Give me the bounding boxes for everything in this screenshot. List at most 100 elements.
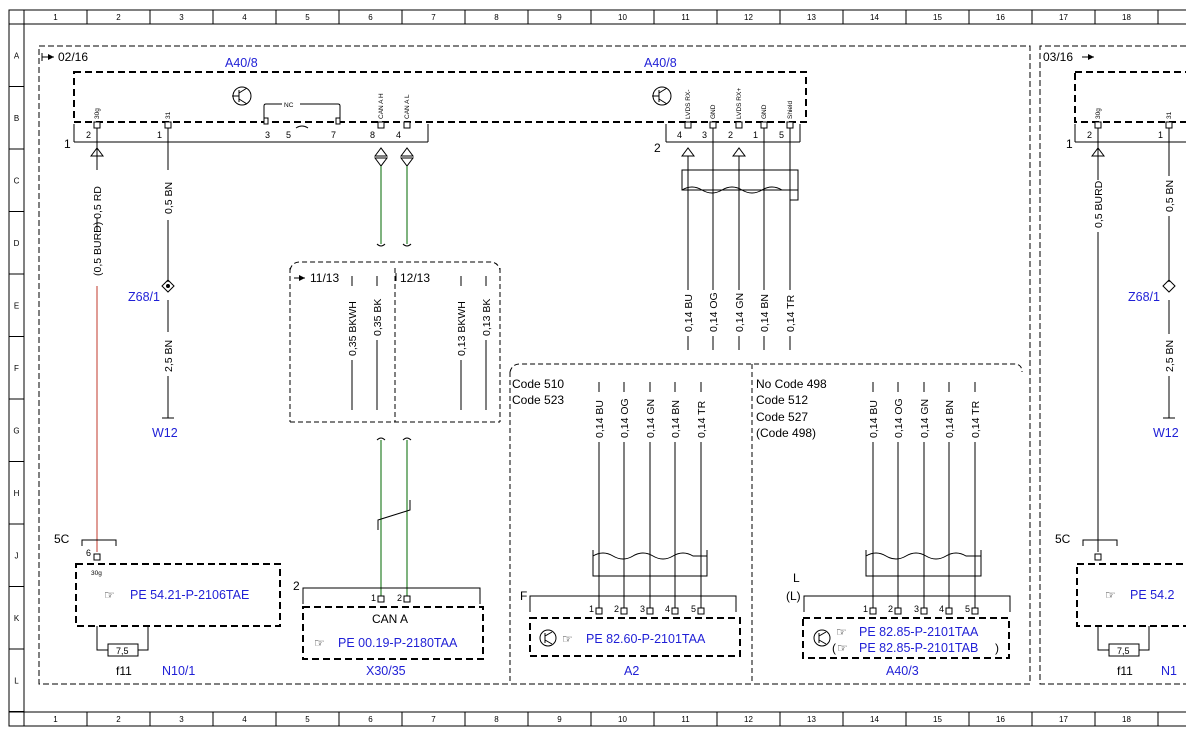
code-right-2: Code 512 — [756, 393, 808, 407]
pin-nc: NC — [284, 102, 294, 109]
a40-3-wires — [865, 382, 982, 610]
component-a40-8-left[interactable]: A40/8 — [225, 56, 258, 70]
wire-label-bn25: 2,5 BN — [1164, 340, 1176, 372]
component-z68-1[interactable]: Z68/1 — [128, 290, 160, 304]
grid-column-label: 1 — [53, 13, 58, 22]
component-w12[interactable]: W12 — [152, 426, 178, 440]
n10-1-housing-next — [1076, 563, 1186, 627]
pin-number: 4 — [939, 604, 944, 614]
grid-column-label: 11 — [681, 13, 690, 22]
component-a40-8-right[interactable]: A40/8 — [644, 56, 677, 70]
pin-number: 2 — [614, 604, 619, 614]
grid-row-label: E — [14, 301, 19, 310]
grid-column-label: 5 — [305, 13, 310, 22]
grid-column-label: 9 — [557, 13, 562, 22]
x30-35-housing — [302, 606, 484, 660]
pointing-hand-icon: ☞ — [837, 641, 848, 655]
shield-symbol — [681, 169, 799, 201]
ref-pe-54-2[interactable]: PE 54.2 — [1130, 588, 1175, 602]
pin-label-30g: 30g — [94, 108, 101, 119]
page-ref-next[interactable]: 03/16 — [1043, 50, 1073, 64]
pin-number: 4 — [665, 604, 670, 614]
pin-number: 5 — [691, 604, 696, 614]
component-w12[interactable]: W12 — [1153, 426, 1179, 440]
pin-number: 3 — [914, 604, 919, 614]
code-left-2: Code 523 — [512, 393, 564, 407]
grid-row-label: J — [15, 551, 19, 560]
grid-column-label: 15 — [933, 715, 942, 724]
a40-8-housing-next — [1074, 71, 1186, 123]
ref-pe-82-60[interactable]: PE 82.60-P-2101TAA — [586, 632, 706, 646]
wire-label-og: 0,14 OG — [619, 398, 631, 438]
grid-row-ticks — [9, 23, 24, 712]
wire-label-bu: 0,14 BU — [683, 294, 695, 332]
n10-1-housing — [75, 563, 281, 627]
grid-column-label: 10 — [618, 715, 627, 724]
ref-12-13[interactable]: 12/13 — [400, 271, 430, 285]
grid-row-label: D — [14, 239, 20, 248]
pin-label-gnd: GND — [710, 104, 717, 119]
ref-pe-82-85-tab[interactable]: PE 82.85-P-2101TAB — [859, 641, 978, 655]
grid-row-label: K — [14, 614, 20, 623]
component-a40-3[interactable]: A40/3 — [886, 664, 919, 678]
can-wires-upper — [380, 166, 408, 244]
can-wires-lower — [380, 440, 408, 596]
pointing-hand-icon: ☞ — [104, 588, 115, 602]
ref-pe-54-21[interactable]: PE 54.21-P-2106TAE — [130, 588, 249, 602]
wire-label-tr: 0,14 TR — [785, 294, 797, 332]
fuse-value: 7,5 — [116, 646, 129, 656]
connector-number-2: 2 — [293, 579, 300, 593]
wire-label-bu: 0,14 BU — [868, 400, 880, 438]
sheet-frame-main — [38, 45, 1031, 685]
pin-label-can-h: CAN A H — [378, 93, 385, 119]
grid-row-label: H — [14, 489, 20, 498]
component-z68-1[interactable]: Z68/1 — [1128, 290, 1160, 304]
component-a2[interactable]: A2 — [624, 664, 639, 678]
sheet-frame-next — [1039, 45, 1186, 685]
twist-symbol — [377, 500, 411, 530]
transistor-icon — [813, 629, 831, 647]
ref-pe-00-19[interactable]: PE 00.19-P-2180TAA — [338, 636, 458, 650]
transistor-icon — [539, 629, 557, 647]
wire-label-bu: 0,14 BU — [594, 400, 606, 438]
pin-number: 2 — [86, 130, 91, 140]
a2-housing — [529, 617, 741, 657]
a40-8-housing — [73, 71, 807, 123]
code-right-1: No Code 498 — [756, 377, 827, 391]
pointing-hand-icon: ☞ — [562, 632, 573, 646]
pin-number: 5 — [779, 130, 784, 140]
wire-label-bk035: 0,35 BK — [372, 299, 384, 336]
pin-number: 2 — [397, 593, 402, 603]
page-ref-prev[interactable]: 02/16 — [58, 50, 88, 64]
grid-column-label: 3 — [179, 13, 184, 22]
component-f11[interactable]: f11 — [116, 664, 132, 678]
component-x30-35[interactable]: X30/35 — [366, 664, 406, 678]
component-f11[interactable]: f11 — [1117, 664, 1133, 678]
pin-sockets — [93, 117, 794, 129]
pin-number: 2 — [1087, 130, 1092, 140]
wire-label-bn: 0,14 BN — [759, 294, 771, 332]
component-n1[interactable]: N1 — [1161, 664, 1177, 678]
grid-column-label: 8 — [494, 13, 499, 22]
pin-label-shield: Shield — [787, 101, 794, 119]
component-n10-1[interactable]: N10/1 — [162, 664, 195, 678]
grid-column-label: 17 — [1059, 715, 1068, 724]
ref-11-13[interactable]: 11/13 — [310, 271, 339, 285]
pin-number: 1 — [863, 604, 868, 614]
connector-number-2: 2 — [654, 141, 661, 155]
pointing-hand-icon: ☞ — [1105, 588, 1116, 602]
grid-column-label: 6 — [368, 13, 373, 22]
pin-label-lvds-pos: LVDS RX+ — [736, 88, 743, 119]
ref-pe-82-85-taa[interactable]: PE 82.85-P-2101TAA — [859, 625, 979, 639]
grid-column-label: 13 — [807, 715, 816, 724]
connector-number-1: 1 — [64, 137, 71, 151]
grid-column-label: 10 — [618, 13, 627, 22]
grid-column-label: 2 — [116, 715, 121, 724]
grid-column-label: 9 — [557, 715, 562, 724]
wire-label-og: 0,14 OG — [893, 398, 905, 438]
pin-number: 2 — [728, 130, 733, 140]
pin-label-can-l: CAN A L — [404, 94, 411, 119]
paren-close: ) — [995, 641, 999, 655]
grid-row-label: L — [14, 676, 19, 685]
